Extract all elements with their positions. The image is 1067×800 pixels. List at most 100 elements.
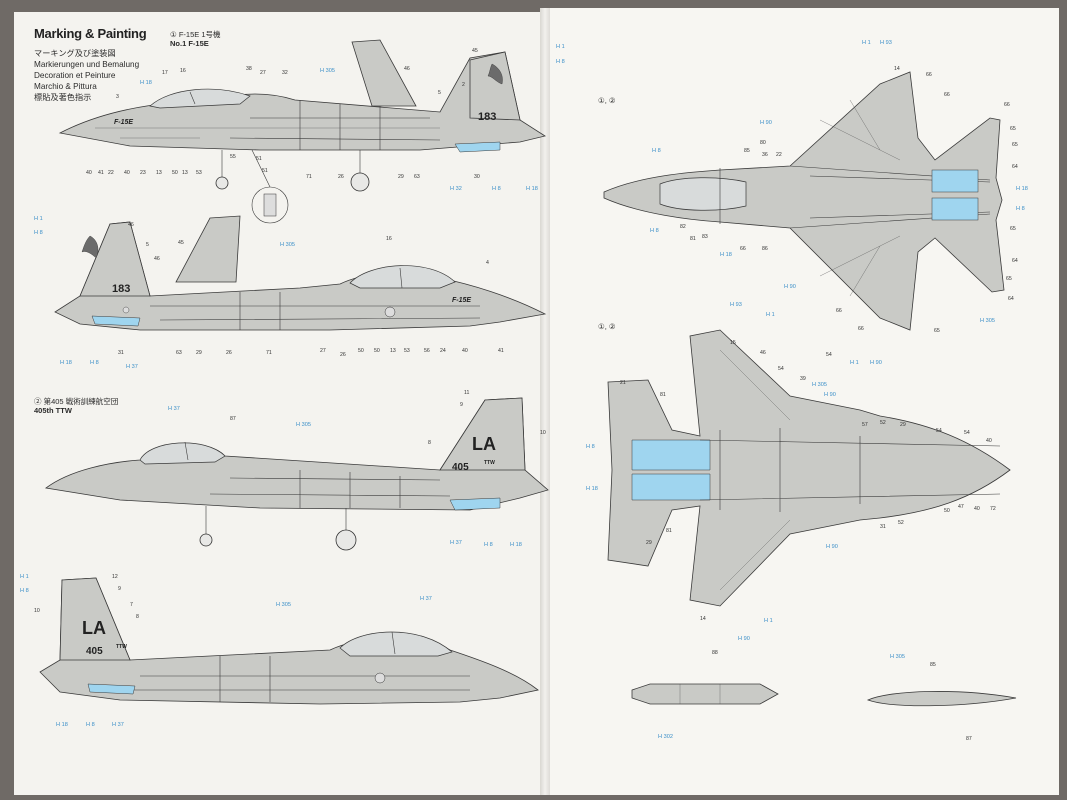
svg-text:53: 53 bbox=[196, 170, 202, 176]
canopy-3 bbox=[139, 442, 226, 465]
svg-text:54: 54 bbox=[964, 430, 970, 436]
svg-text:64: 64 bbox=[1012, 258, 1018, 264]
svg-text:16: 16 bbox=[180, 68, 186, 74]
svg-text:H 8: H 8 bbox=[586, 444, 595, 450]
bottom-view-label: ①, ② bbox=[598, 322, 616, 331]
svg-text:9: 9 bbox=[118, 586, 121, 592]
svg-text:F-15E: F-15E bbox=[114, 119, 133, 126]
svg-text:H 1: H 1 bbox=[850, 360, 859, 366]
svg-text:54: 54 bbox=[778, 366, 784, 372]
svg-text:13: 13 bbox=[390, 348, 396, 354]
svg-text:22: 22 bbox=[776, 152, 782, 158]
svg-text:87: 87 bbox=[966, 736, 972, 742]
bottom-exhaust-1 bbox=[631, 439, 711, 471]
svg-text:50: 50 bbox=[358, 348, 364, 354]
svg-text:21: 21 bbox=[620, 380, 626, 386]
external-tanks bbox=[631, 683, 1017, 707]
page-fold bbox=[540, 8, 550, 795]
svg-text:H 37: H 37 bbox=[168, 406, 180, 412]
svg-text:71: 71 bbox=[266, 350, 272, 356]
svg-text:14: 14 bbox=[894, 66, 900, 72]
svg-text:183: 183 bbox=[112, 283, 130, 295]
svg-text:86: 86 bbox=[762, 246, 768, 252]
svg-text:66: 66 bbox=[740, 246, 746, 252]
svg-text:46: 46 bbox=[760, 350, 766, 356]
svg-text:81: 81 bbox=[690, 236, 696, 242]
svg-text:H 305: H 305 bbox=[280, 242, 295, 248]
svg-text:TTW: TTW bbox=[116, 644, 127, 650]
svg-text:H 90: H 90 bbox=[760, 120, 772, 126]
svg-text:87: 87 bbox=[230, 416, 236, 422]
svg-text:45: 45 bbox=[472, 48, 478, 54]
fin-detail-2 bbox=[175, 215, 241, 283]
svg-text:11: 11 bbox=[464, 390, 469, 396]
side-view-3: LA 405 TTW bbox=[45, 397, 549, 551]
svg-text:H 8: H 8 bbox=[484, 542, 493, 548]
title-de: Markierungen und Bemalung bbox=[34, 60, 140, 69]
svg-text:51: 51 bbox=[262, 168, 268, 174]
svg-text:80: 80 bbox=[760, 140, 766, 146]
svg-text:41: 41 bbox=[98, 170, 104, 176]
svg-text:5: 5 bbox=[146, 242, 149, 248]
svg-text:9: 9 bbox=[460, 402, 463, 408]
svg-text:H 8: H 8 bbox=[90, 360, 99, 366]
svg-text:40: 40 bbox=[86, 170, 92, 176]
top-fuselage bbox=[603, 71, 1005, 331]
svg-text:H 305: H 305 bbox=[276, 602, 291, 608]
title-it: Marchio & Pittura bbox=[34, 82, 97, 91]
svg-text:H 8: H 8 bbox=[492, 186, 501, 192]
canopy-1 bbox=[149, 88, 251, 109]
svg-text:H 305: H 305 bbox=[980, 318, 995, 324]
svg-text:H 305: H 305 bbox=[296, 422, 311, 428]
svg-text:85: 85 bbox=[744, 148, 750, 154]
svg-text:H 90: H 90 bbox=[870, 360, 882, 366]
svg-text:38: 38 bbox=[246, 66, 252, 72]
svg-text:51: 51 bbox=[256, 156, 262, 162]
svg-text:23: 23 bbox=[140, 170, 146, 176]
canopy-2 bbox=[349, 265, 456, 289]
svg-text:H 8: H 8 bbox=[556, 59, 565, 65]
tank-2 bbox=[866, 691, 1017, 707]
svg-text:88: 88 bbox=[712, 650, 718, 656]
svg-text:H 18: H 18 bbox=[510, 542, 522, 548]
fin-detail-1 bbox=[351, 39, 417, 107]
svg-text:H 1: H 1 bbox=[20, 574, 29, 580]
svg-text:405: 405 bbox=[86, 646, 103, 657]
bottom-view bbox=[607, 329, 1011, 607]
fin-1 bbox=[469, 51, 521, 121]
svg-text:24: 24 bbox=[440, 348, 446, 354]
svg-text:57: 57 bbox=[862, 422, 868, 428]
svg-text:H 18: H 18 bbox=[720, 252, 732, 258]
svg-text:H 90: H 90 bbox=[824, 392, 836, 398]
svg-text:27: 27 bbox=[320, 348, 326, 354]
svg-text:65: 65 bbox=[1006, 276, 1012, 282]
svg-text:H 37: H 37 bbox=[420, 596, 432, 602]
svg-text:66: 66 bbox=[944, 92, 950, 98]
svg-text:63: 63 bbox=[176, 350, 182, 356]
scheme-2-label: ② 第405 戦術訓練航空団 405th TTW bbox=[34, 397, 119, 415]
svg-text:7: 7 bbox=[130, 602, 133, 608]
svg-text:3: 3 bbox=[116, 94, 119, 100]
svg-text:H 32: H 32 bbox=[450, 186, 462, 192]
title-cn: 標貼及著色指示 bbox=[34, 93, 92, 102]
svg-text:72: 72 bbox=[990, 506, 996, 512]
svg-text:H 1: H 1 bbox=[764, 618, 773, 624]
svg-text:H 37: H 37 bbox=[126, 364, 138, 370]
svg-text:82: 82 bbox=[680, 224, 686, 230]
svg-text:30: 30 bbox=[474, 174, 480, 180]
svg-text:54: 54 bbox=[936, 428, 942, 434]
svg-text:H 1: H 1 bbox=[862, 40, 871, 46]
top-canopy bbox=[659, 177, 747, 211]
svg-text:65: 65 bbox=[1010, 126, 1016, 132]
svg-text:8: 8 bbox=[136, 614, 139, 620]
svg-text:40: 40 bbox=[974, 506, 980, 512]
svg-text:85: 85 bbox=[930, 662, 936, 668]
svg-text:H 18: H 18 bbox=[526, 186, 538, 192]
svg-text:29: 29 bbox=[196, 350, 202, 356]
svg-text:LA: LA bbox=[82, 618, 106, 638]
svg-text:54: 54 bbox=[826, 352, 832, 358]
svg-text:50: 50 bbox=[944, 508, 950, 514]
bottom-exhaust-2 bbox=[631, 473, 711, 501]
